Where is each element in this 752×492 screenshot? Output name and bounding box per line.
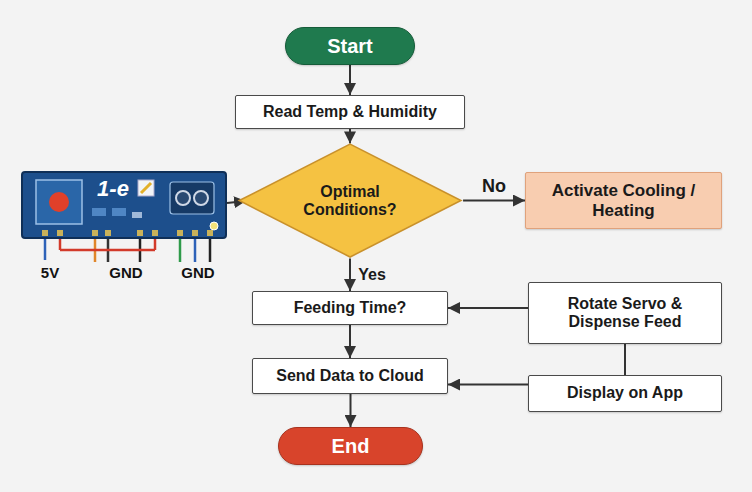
node-text: Display on App (567, 384, 683, 402)
sensor-board (22, 172, 226, 238)
process-box: Rotate Servo & Dispense Feed (528, 282, 722, 344)
process-box: Read Temp & Humidity (235, 95, 465, 129)
header-pins (42, 230, 213, 236)
flow-connector (463, 200, 525, 202)
flow-connector (624, 344, 626, 375)
pin-label: 5V (41, 264, 59, 281)
red-button (49, 192, 69, 212)
pin-label: GND (109, 264, 142, 281)
chip (138, 180, 154, 196)
decision-box: Feeding Time? (252, 291, 448, 325)
sensor-wires (45, 236, 210, 262)
smd-parts (92, 208, 106, 216)
sensor-eye (194, 191, 208, 205)
node-text: Read Temp & Humidity (263, 103, 437, 121)
flow-connector (350, 394, 352, 427)
edge-label: No (480, 175, 508, 196)
pin-label: GND (181, 264, 214, 281)
process-box: Display on App (528, 375, 722, 412)
button-housing (36, 180, 82, 224)
sensor-eye (176, 191, 190, 205)
flow-connector (349, 129, 351, 143)
led (210, 222, 218, 230)
action-box: Activate Cooling / Heating (525, 172, 722, 229)
node-text: Feeding Time? (294, 299, 407, 317)
node-text: Send Data to Cloud (276, 367, 424, 385)
flow-connector (349, 259, 351, 291)
edge-label: Yes (356, 266, 388, 284)
chip-mark (141, 183, 151, 193)
smd-parts (112, 208, 126, 216)
node-text: Rotate Servo & Dispense Feed (545, 295, 705, 332)
node-text: Start (327, 35, 373, 58)
start-terminal: Start (285, 27, 415, 65)
flow-connector (448, 307, 528, 309)
smd-parts (132, 212, 142, 218)
node-text: Optimal Conditions? (290, 183, 410, 220)
flow-connector (349, 65, 351, 95)
node-text: Activate Cooling / Heating (539, 181, 709, 220)
end-terminal: End (278, 427, 423, 465)
flow-connector (448, 384, 528, 386)
flow-connector (349, 325, 351, 358)
node-text: End (332, 435, 370, 458)
process-box: Send Data to Cloud (252, 358, 448, 394)
sensor-head (170, 182, 214, 214)
decision-diamond: Optimal Conditions? (237, 143, 463, 258)
board-logo: 1-e (97, 176, 129, 202)
